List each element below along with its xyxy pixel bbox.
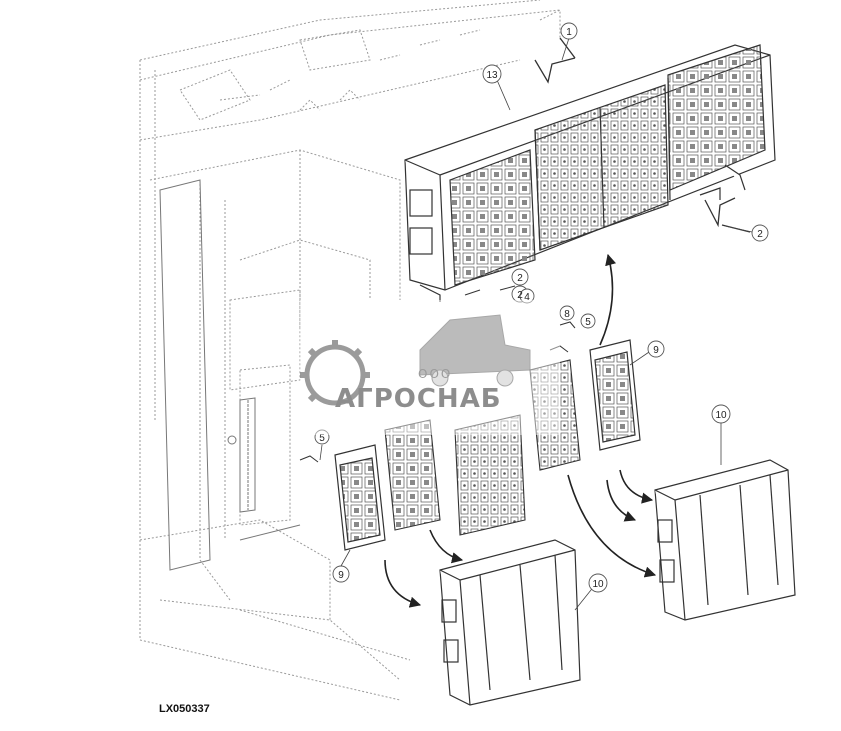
callout-circle [559,305,575,321]
callout-2-low: 2 [517,290,523,301]
callout-circle [588,573,608,593]
bracket-frame-10-left [439,539,581,706]
small-clips-5-8 [299,285,576,463]
callout-10-right: 10 [715,410,727,421]
watermark: ООО АГРОСНАБ [300,300,560,435]
callout-circle [647,340,665,358]
callout-1: 1 [566,27,572,38]
callout-4: 4 [524,292,530,303]
callout-circle [711,404,731,424]
callout-9-left: 9 [338,570,344,581]
callout-circle [560,22,578,40]
harvester-logo-icon [419,314,531,387]
relay-module-9-right [589,339,641,451]
cab-pillar-solid [159,179,301,571]
assembly-arrows [384,253,657,608]
callout-2-right: 2 [757,229,763,240]
callout-2-mid: 2 [517,273,523,284]
main-fuse-relay-panel [404,44,776,302]
callout-circle [314,429,330,445]
callout-circle [511,268,529,286]
callout-5-left: 5 [319,433,325,444]
middle-module-stack [384,359,581,536]
callout-circle [519,288,535,304]
gear-logo-icon [300,340,370,406]
relay-module-9-left [334,444,386,551]
callout-circle [482,64,502,84]
watermark-name: АГРОСНАБ [335,384,502,414]
callout-circle [332,565,350,583]
callout-leaders [319,37,753,611]
bracket-frame-10-right [654,459,796,621]
cab-frame-dotted [139,0,561,701]
callout-10-left: 10 [592,579,604,590]
callout-5-right: 5 [585,317,591,328]
callout-circle [580,313,596,329]
callout-circle [751,224,769,242]
callout-13: 13 [486,70,498,81]
callout-8: 8 [564,309,570,320]
callout-9-right: 9 [653,345,659,356]
clip-part-1 [534,37,576,84]
watermark-prefix: ООО [418,367,452,381]
drawing-code: LX050337 [159,703,210,715]
